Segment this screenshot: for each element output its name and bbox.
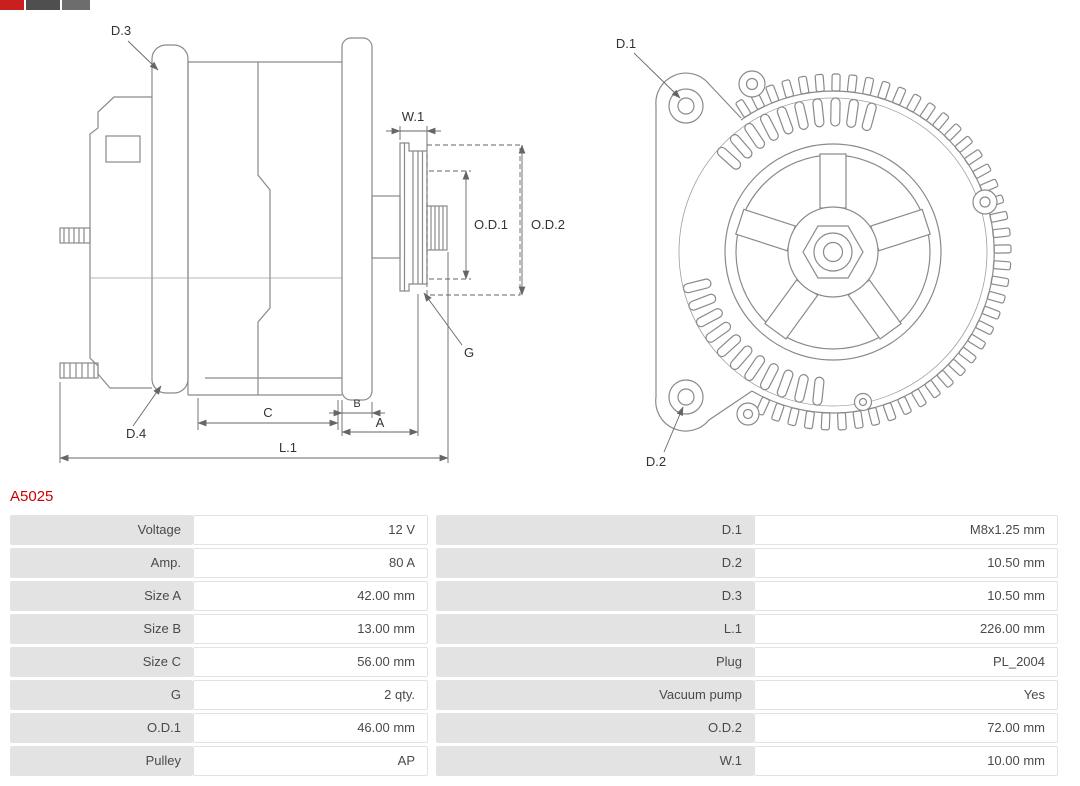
brand-logo-gray-block-2 bbox=[62, 0, 90, 10]
side-label-a: A bbox=[376, 415, 385, 430]
rear-housing-detail bbox=[105, 135, 141, 163]
terminal-stud-bottom bbox=[59, 362, 99, 379]
spec-label: Size B bbox=[10, 614, 193, 644]
top-ear-hole bbox=[677, 97, 695, 115]
housing-inner-edge bbox=[678, 97, 988, 407]
spec-label: G bbox=[10, 680, 193, 710]
side-label-od2: O.D.2 bbox=[531, 217, 565, 232]
shaft-hex-nut bbox=[802, 225, 864, 279]
d2-leader-line bbox=[663, 406, 684, 453]
brand-logo-gray-block bbox=[26, 0, 60, 10]
mounting-flange bbox=[151, 44, 189, 394]
bottom-small-hole bbox=[742, 408, 754, 420]
spec-value: 10.50 mm bbox=[754, 548, 1058, 578]
column-gap bbox=[428, 647, 436, 677]
column-gap bbox=[428, 713, 436, 743]
spec-label: Size C bbox=[10, 647, 193, 677]
spec-label: O.D.2 bbox=[436, 713, 754, 743]
technical-drawings: D.3 W.1 O.D.1 O.D.2 G D.4 C B A L.1 bbox=[59, 23, 1012, 469]
front-label-d1: D.1 bbox=[616, 36, 636, 51]
spec-label: D.1 bbox=[436, 515, 754, 545]
rear-housing-outline bbox=[89, 96, 152, 389]
side-label-od1: O.D.1 bbox=[474, 217, 508, 232]
top-small-boss bbox=[738, 70, 766, 98]
spec-value: 56.00 mm bbox=[193, 647, 428, 677]
spec-label: Voltage bbox=[10, 515, 193, 545]
spec-value: Yes bbox=[754, 680, 1058, 710]
brand-logo bbox=[0, 0, 90, 10]
side-view-drawing: D.3 W.1 O.D.1 O.D.2 G D.4 C B A L.1 bbox=[59, 23, 565, 463]
bottom-ear-hole bbox=[677, 388, 695, 406]
bottom-right-boss bbox=[853, 392, 873, 412]
side-label-l1: L.1 bbox=[279, 440, 297, 455]
d1-leader-line bbox=[633, 52, 681, 99]
cooling-fins-ring bbox=[735, 73, 1012, 431]
spec-label: Plug bbox=[436, 647, 754, 677]
spec-value: 46.00 mm bbox=[193, 713, 428, 743]
right-lug-hole bbox=[979, 196, 991, 208]
spec-label: D.3 bbox=[436, 581, 754, 611]
spec-value: 10.50 mm bbox=[754, 581, 1058, 611]
spec-value: M8x1.25 mm bbox=[754, 515, 1058, 545]
alternator-drawing-svg: D.3 W.1 O.D.1 O.D.2 G D.4 C B A L.1 bbox=[59, 23, 1012, 469]
main-body-outline bbox=[187, 61, 342, 396]
bottom-ear-boss bbox=[668, 379, 704, 415]
d3-leader-line bbox=[127, 40, 159, 71]
top-ear-boss bbox=[668, 88, 704, 124]
shaft-block bbox=[371, 195, 401, 259]
side-label-b: B bbox=[353, 398, 360, 410]
spec-label: Vacuum pump bbox=[436, 680, 754, 710]
spec-value: 80 A bbox=[193, 548, 428, 578]
terminal-stud-top bbox=[59, 227, 91, 244]
front-label-d2: D.2 bbox=[646, 454, 666, 469]
brand-logo-red-block bbox=[0, 0, 24, 10]
shaft-center-hole bbox=[822, 241, 844, 263]
top-small-hole bbox=[745, 77, 759, 91]
spec-value: 10.00 mm bbox=[754, 746, 1058, 776]
side-label-d4: D.4 bbox=[126, 426, 146, 441]
column-gap bbox=[428, 515, 436, 545]
threaded-shaft-end bbox=[426, 205, 448, 251]
side-label-w1: W.1 bbox=[402, 109, 424, 124]
spec-value: 12 V bbox=[193, 515, 428, 545]
front-view-drawing: D.1 D.2 bbox=[616, 36, 1012, 469]
spec-table: Voltage 12 V D.1 M8x1.25 mm Amp. 80 A D.… bbox=[10, 515, 1058, 776]
side-label-g: G bbox=[464, 345, 474, 360]
spec-value: 226.00 mm bbox=[754, 614, 1058, 644]
g-leader-line bbox=[423, 292, 463, 346]
part-number: A5025 bbox=[10, 488, 54, 505]
pulley-spokes bbox=[735, 153, 931, 340]
spec-value: 72.00 mm bbox=[754, 713, 1058, 743]
side-label-d3: D.3 bbox=[111, 23, 131, 38]
d4-leader-line bbox=[132, 385, 162, 427]
spec-value: AP bbox=[193, 746, 428, 776]
spec-value: 13.00 mm bbox=[193, 614, 428, 644]
column-gap bbox=[428, 548, 436, 578]
spec-label: Pulley bbox=[10, 746, 193, 776]
right-lug-boss bbox=[972, 189, 998, 215]
spec-label: Size A bbox=[10, 581, 193, 611]
spec-value: PL_2004 bbox=[754, 647, 1058, 677]
pulley-outer-ring bbox=[724, 143, 942, 361]
spec-value: 42.00 mm bbox=[193, 581, 428, 611]
vent-slots bbox=[682, 97, 877, 406]
spec-label: L.1 bbox=[436, 614, 754, 644]
bottom-small-boss bbox=[736, 402, 760, 426]
hub-circle bbox=[787, 206, 879, 298]
front-face-plate bbox=[341, 37, 373, 401]
spec-label: W.1 bbox=[436, 746, 754, 776]
left-housing-outline bbox=[655, 72, 753, 432]
bottom-right-hole bbox=[858, 397, 868, 407]
shaft-circle bbox=[813, 232, 853, 272]
column-gap bbox=[428, 614, 436, 644]
side-label-c: C bbox=[263, 405, 272, 420]
column-gap bbox=[428, 581, 436, 611]
column-gap bbox=[428, 680, 436, 710]
spec-label: D.2 bbox=[436, 548, 754, 578]
spec-label: Amp. bbox=[10, 548, 193, 578]
spec-value: 2 qty. bbox=[193, 680, 428, 710]
column-gap bbox=[428, 746, 436, 776]
spec-label: O.D.1 bbox=[10, 713, 193, 743]
